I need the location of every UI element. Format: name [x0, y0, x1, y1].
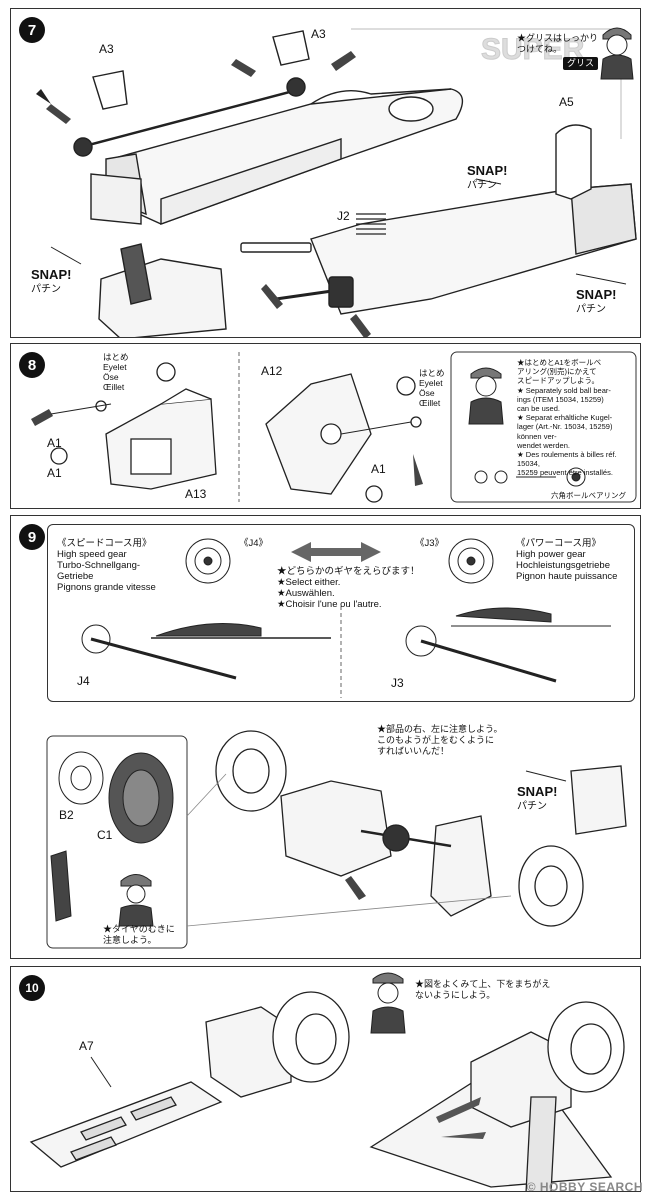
- label-a13: A13: [185, 487, 207, 501]
- label-a3-right: A3: [311, 27, 326, 41]
- label-j2: J2: [337, 209, 350, 223]
- snap-label-2: SNAP!パチン: [31, 267, 72, 295]
- step-10-illustration: [29, 972, 625, 1191]
- orientation-note: ★図をよくみて上、下をまちがえないようにしよう。: [415, 979, 551, 1000]
- label-a1-left: A1: [47, 436, 62, 450]
- label-b2: B2: [59, 808, 74, 822]
- step-number-7: 7: [19, 17, 45, 43]
- label-a12: A12: [261, 364, 283, 378]
- step-7-illustration: SUPER: [36, 28, 637, 337]
- step-7-panel: 7 SUPER: [10, 8, 641, 338]
- grease-tip: ★グリスはしっかり つけてね。: [517, 33, 599, 54]
- label-a7: A7: [79, 1039, 94, 1053]
- mascot-icon: [600, 27, 634, 80]
- step-9-illustration: [46, 538, 627, 949]
- snap-label-3: SNAP!パチン: [576, 287, 617, 315]
- label-c1: C1: [97, 828, 113, 842]
- step-number-8: 8: [19, 352, 45, 378]
- label-a1-left2: A1: [47, 466, 62, 480]
- step-9-panel: 9: [10, 515, 641, 959]
- power-gear-code: 《J3》: [415, 538, 445, 549]
- label-a3-left: A3: [99, 42, 114, 56]
- step-number-9: 9: [19, 524, 45, 550]
- bearing-info-text: ★はとめとA1をボールベアリング(別売)にかえてスピードアップしよう。 ★ Se…: [517, 358, 617, 478]
- step-8-illustration: [31, 351, 637, 503]
- snap-label-1: SNAP!パチン: [467, 163, 508, 191]
- bearing-label: 六角ボールベアリング: [551, 491, 626, 500]
- step-number-10: 10: [19, 975, 45, 1001]
- tire-direction-note: ★タイヤのむきに注意しよう。: [103, 924, 175, 945]
- snap-label-step9: SNAP!パチン: [517, 784, 558, 812]
- label-j3: J3: [391, 676, 404, 690]
- step-8-panel: 8: [10, 343, 641, 509]
- hobby-search-watermark: © HOBBY SEARCH: [526, 1180, 643, 1194]
- step-10-panel: 10 ★図をよくみて上、下をまちがえないよ: [10, 966, 641, 1192]
- speed-gear-code: 《J4》: [239, 538, 269, 549]
- label-a1-right: A1: [371, 462, 386, 476]
- label-a5: A5: [559, 95, 574, 109]
- grease-label: グリス: [563, 57, 599, 70]
- side-orientation-note: ★部品の右、左に注意しよう。このもようが上をむくようにすればいいんだ！: [377, 724, 503, 756]
- label-j4: J4: [77, 674, 90, 688]
- select-either-note: ★どちらかのギヤをえらびます！★Select either.★Auswählen…: [277, 566, 420, 610]
